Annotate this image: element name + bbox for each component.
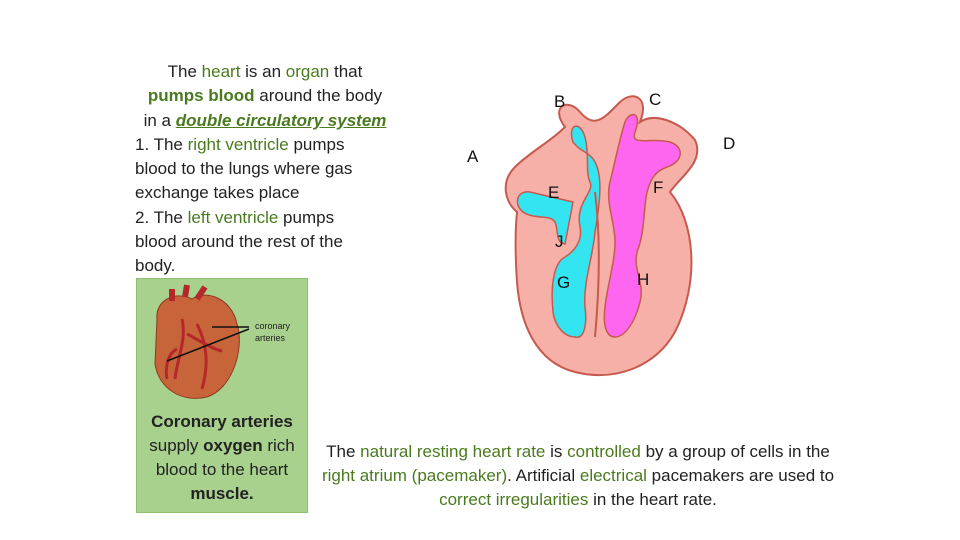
heart-diagram: A B C D E F J G H: [467, 90, 735, 376]
text: The: [167, 62, 202, 81]
text: by a group of cells in the: [640, 442, 830, 461]
text: pacemakers are used to: [646, 466, 835, 485]
label-A: A: [467, 147, 479, 166]
coronary-label-1: coronary: [255, 321, 291, 331]
keyword-pumps-blood: pumps blood: [147, 86, 255, 106]
label-D: D: [723, 134, 735, 153]
keyword-right-ventricle: right ventricle: [187, 134, 289, 154]
text: in the heart rate.: [588, 490, 717, 509]
keyword-natural-resting-heart-rate: natural resting heart rate: [360, 442, 546, 461]
vena-cava: [516, 191, 574, 245]
text: 2. The: [135, 207, 188, 227]
coronary-heart-illustration: coronary arteries: [137, 279, 307, 409]
label-C: C: [649, 90, 661, 109]
text: around the body: [254, 86, 383, 106]
coronary-arteries-box: coronary arteries Coronary arteries supp…: [136, 278, 308, 513]
label-F: F: [653, 178, 663, 197]
intro-line-1: The heart is an organ that: [135, 60, 395, 84]
keyword-double-circulatory-system: double circulatory system: [175, 110, 387, 130]
keyword-left-ventricle: left ventricle: [187, 207, 279, 227]
septum: [594, 191, 600, 338]
text: . Artificial: [507, 466, 580, 485]
label-B: B: [554, 92, 565, 111]
text: pumps blood around the rest of the body.: [135, 207, 343, 276]
text: 1. The: [135, 134, 188, 154]
heart-wall: [504, 95, 699, 376]
heart-rate-paragraph: The natural resting heart rate is contro…: [318, 440, 838, 512]
keyword-controlled: controlled: [567, 442, 641, 461]
text: that: [329, 62, 363, 81]
label-G: G: [557, 273, 570, 292]
point-1: 1. The right ventricle pumps blood to th…: [135, 133, 375, 206]
label-H: H: [637, 270, 649, 289]
intro-line-2: pumps blood around the body: [135, 84, 395, 108]
coronary-label-2: arteries: [255, 333, 286, 343]
coronary-vessels: [164, 318, 223, 390]
intro-line-3: in a double circulatory system: [135, 109, 395, 133]
caption-title: Coronary arteries: [151, 412, 293, 431]
label-J: J: [555, 232, 564, 251]
text: is: [545, 442, 568, 461]
keyword-muscle: muscle.: [190, 484, 254, 503]
pointer-arrow-2: [166, 328, 250, 362]
keyword-electrical: electrical: [579, 466, 647, 485]
keyword-heart: heart: [201, 62, 241, 81]
text: supply: [149, 436, 204, 455]
text: in a: [143, 110, 176, 130]
text: rich blood to the heart: [155, 436, 295, 479]
right-side-blood: [551, 125, 601, 338]
coronary-caption: Coronary arteries supply oxygen rich blo…: [137, 410, 307, 506]
text: The: [326, 442, 361, 461]
label-E: E: [548, 183, 559, 202]
keyword-correct-irregularities: correct irregularities: [439, 490, 589, 509]
text: is an: [240, 62, 286, 81]
aorta-vessels: [169, 284, 208, 301]
left-side-blood: [603, 113, 681, 338]
keyword-right-atrium: right atrium (pacemaker): [321, 466, 508, 485]
text: pumps blood to the lungs where gas excha…: [135, 134, 353, 203]
keyword-organ: organ: [285, 62, 330, 81]
intro-paragraph: The heart is an organ that pumps blood a…: [135, 60, 395, 279]
point-2: 2. The left ventricle pumps blood around…: [135, 206, 360, 279]
keyword-oxygen: oxygen: [203, 436, 263, 455]
